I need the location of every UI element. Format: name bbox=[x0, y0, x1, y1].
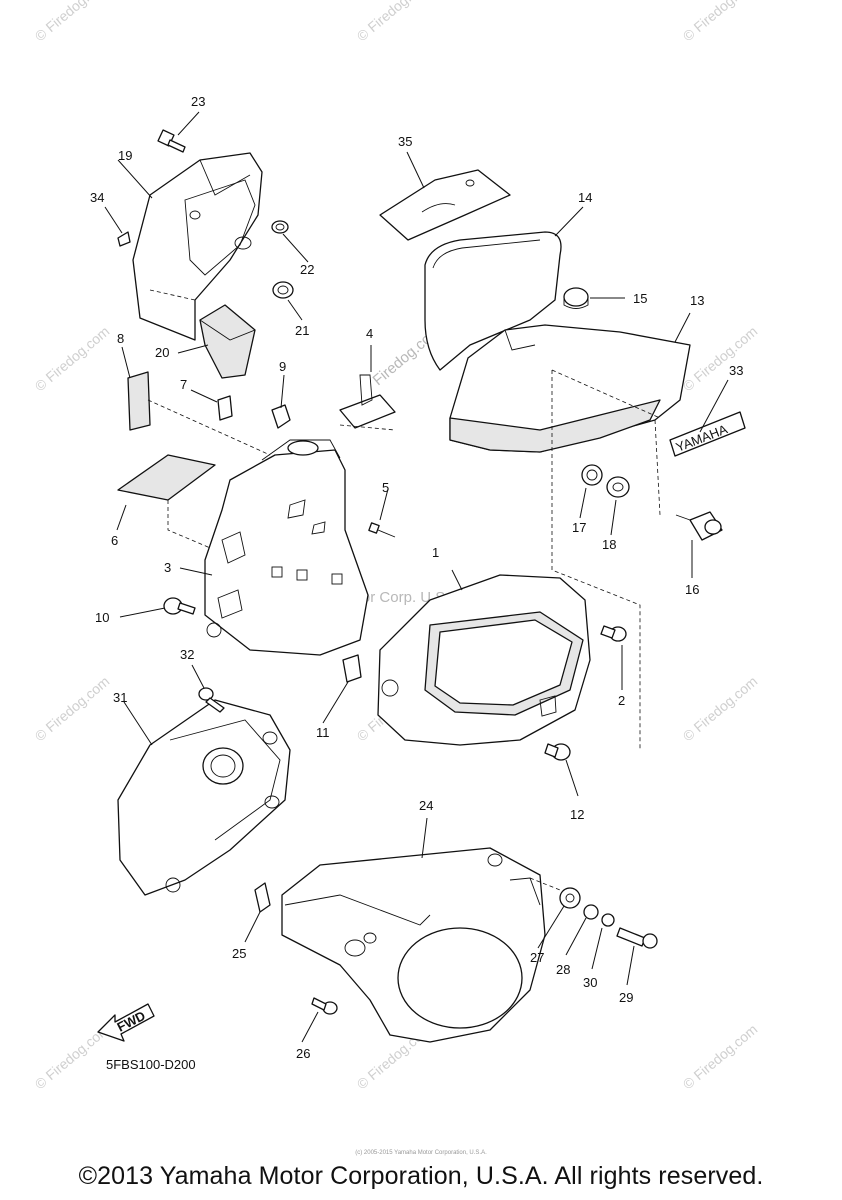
callout-34: 34 bbox=[90, 190, 104, 205]
part-28-collar bbox=[583, 904, 599, 920]
callout-32: 32 bbox=[180, 647, 194, 662]
callout-26: 26 bbox=[296, 1046, 310, 1061]
callout-7: 7 bbox=[180, 377, 187, 392]
watermark: © Firedog.com bbox=[680, 1021, 761, 1092]
fwd-label: FWD bbox=[115, 1008, 148, 1035]
part-14-panel bbox=[424, 231, 562, 371]
guide-line bbox=[654, 419, 661, 516]
guide-line bbox=[529, 877, 561, 891]
copyright-small: (c) 2005-2015 Yamaha Motor Corporation, … bbox=[355, 1150, 487, 1156]
callout-16: 16 bbox=[685, 582, 699, 597]
guide-line bbox=[551, 370, 641, 750]
part-31-cover bbox=[117, 699, 291, 896]
part-15-grommet bbox=[563, 287, 589, 309]
emblem-text: YAMAHA bbox=[674, 421, 730, 454]
part-21-grommet bbox=[272, 281, 294, 299]
part-1-cover bbox=[377, 574, 591, 746]
callout-31: 31 bbox=[113, 690, 127, 705]
callout-33: 33 bbox=[729, 363, 743, 378]
watermark: © Firedog.com bbox=[680, 323, 761, 394]
part-23-bolt bbox=[157, 129, 186, 153]
part-5-screw bbox=[368, 522, 396, 538]
callouts: 1 2 3 4 5 6 7 8 9 10 11 12 13 14 15 16 1… bbox=[90, 94, 743, 1061]
callout-8: 8 bbox=[117, 331, 124, 346]
callout-19: 19 bbox=[118, 148, 132, 163]
guide-line bbox=[167, 500, 216, 551]
callout-3: 3 bbox=[164, 560, 171, 575]
callout-25: 25 bbox=[232, 946, 246, 961]
part-9-clip bbox=[271, 404, 291, 429]
part-18-collar bbox=[606, 476, 630, 498]
part-26-screw bbox=[311, 997, 338, 1015]
part-24-cover bbox=[281, 847, 546, 1043]
part-11-clip bbox=[342, 654, 362, 683]
callout-35: 35 bbox=[398, 134, 412, 149]
callout-12: 12 bbox=[570, 807, 584, 822]
watermark: © Firedog.com bbox=[680, 0, 761, 44]
watermark: © Firedog.com bbox=[680, 673, 761, 744]
part-30-washer bbox=[601, 913, 615, 927]
part-32-bolt bbox=[198, 687, 225, 713]
callout-1: 1 bbox=[432, 545, 439, 560]
callout-29: 29 bbox=[619, 990, 633, 1005]
callout-30: 30 bbox=[583, 975, 597, 990]
callout-20: 20 bbox=[155, 345, 169, 360]
part-4-bracket bbox=[339, 374, 396, 431]
callout-11: 11 bbox=[316, 725, 330, 740]
fwd-arrow-icon: FWD bbox=[97, 1003, 155, 1042]
watermark: © Firedog.com bbox=[32, 673, 113, 744]
part-27-grommet bbox=[559, 887, 581, 909]
guide-line bbox=[147, 399, 271, 456]
callout-14: 14 bbox=[578, 190, 592, 205]
callout-21: 21 bbox=[295, 323, 309, 338]
part-12-bolt bbox=[544, 743, 571, 761]
callout-4: 4 bbox=[366, 326, 373, 341]
callout-27: 27 bbox=[530, 950, 544, 965]
callout-13: 13 bbox=[690, 293, 704, 308]
callout-17: 17 bbox=[572, 520, 586, 535]
callout-15: 15 bbox=[633, 291, 647, 306]
callout-9: 9 bbox=[279, 359, 286, 374]
leader-lines bbox=[104, 111, 729, 1043]
callout-28: 28 bbox=[556, 962, 570, 977]
part-35-plate bbox=[379, 169, 511, 241]
copyright-notice: ©2013 Yamaha Motor Corporation, U.S.A. A… bbox=[78, 1162, 764, 1190]
watermark: © Firedog.com bbox=[32, 0, 113, 44]
callout-5: 5 bbox=[382, 480, 389, 495]
callout-22: 22 bbox=[300, 262, 314, 277]
part-3-battery-box bbox=[204, 439, 369, 656]
callout-18: 18 bbox=[602, 537, 616, 552]
callout-2: 2 bbox=[618, 693, 625, 708]
part-13-side-cover bbox=[449, 324, 691, 453]
part-34-clip bbox=[117, 231, 131, 247]
part-29-bolt bbox=[616, 927, 658, 949]
watermark: © Firedog.com bbox=[32, 323, 113, 394]
part-2-bolt bbox=[600, 625, 627, 642]
part-16-lock bbox=[675, 511, 723, 541]
callout-10: 10 bbox=[95, 610, 109, 625]
part-19-side-cover bbox=[132, 152, 263, 341]
diagram-code: 5FBS100-D200 bbox=[106, 1057, 196, 1072]
callout-23: 23 bbox=[191, 94, 205, 109]
part-17-grommet bbox=[581, 464, 603, 486]
callout-24: 24 bbox=[419, 798, 433, 813]
part-7-damper bbox=[217, 395, 233, 421]
part-25-grommet bbox=[254, 882, 271, 913]
watermark: © Firedog.com bbox=[354, 0, 435, 44]
part-6-pad bbox=[117, 454, 216, 501]
part-20-damper bbox=[199, 304, 256, 379]
part-8-pad bbox=[127, 371, 151, 431]
callout-6: 6 bbox=[111, 533, 118, 548]
part-22-grommet bbox=[271, 220, 289, 234]
part-10-bolt bbox=[163, 597, 196, 615]
